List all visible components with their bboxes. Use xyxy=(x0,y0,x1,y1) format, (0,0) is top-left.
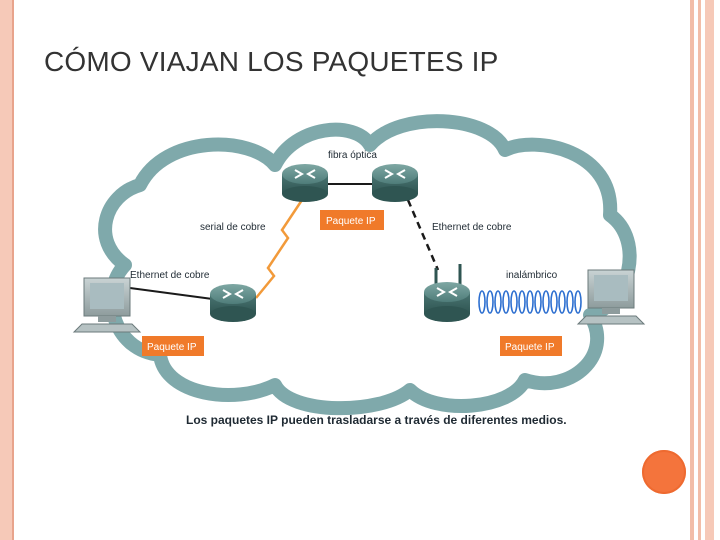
wireless-router-icon xyxy=(424,264,470,322)
wireless-signal-icon xyxy=(478,290,582,314)
ethernet-link-right xyxy=(406,199,440,271)
label-ethernet-left: Ethernet de cobre xyxy=(130,270,210,281)
network-cloud xyxy=(98,114,637,416)
packet-tag-right-label: Paquete IP xyxy=(505,342,555,353)
label-wireless: inalámbrico xyxy=(506,270,558,281)
computer-right-icon xyxy=(576,269,646,325)
slide-frame-right xyxy=(690,0,720,540)
slide-frame-left xyxy=(0,0,12,540)
label-fiber: fibra óptica xyxy=(328,150,377,161)
packet-tag-right: Paquete IP xyxy=(500,336,562,356)
label-serial: serial de cobre xyxy=(200,222,266,233)
accent-dot xyxy=(642,450,686,494)
packet-tag-left-label: Paquete IP xyxy=(147,342,197,353)
router-top-right-icon xyxy=(372,164,418,202)
label-ethernet-right: Ethernet de cobre xyxy=(432,222,512,233)
packet-tag-left: Paquete IP xyxy=(142,336,204,356)
slide-title: CÓMO VIAJAN LOS PAQUETES IP xyxy=(44,46,499,77)
router-top-left-icon xyxy=(282,164,328,202)
diagram-caption: Los paquetes IP pueden trasladarse a tra… xyxy=(186,413,567,427)
computer-left-icon xyxy=(72,277,142,333)
packet-tag-top: Paquete IP xyxy=(320,210,384,230)
slide-frame-left-line xyxy=(12,0,14,540)
serial-link xyxy=(255,199,304,299)
packet-tag-top-label: Paquete IP xyxy=(326,216,376,227)
ethernet-link-left xyxy=(129,287,221,301)
router-bottom-left-icon xyxy=(210,284,256,322)
network-diagram: fibra óptica serial de cobre Ethernet de… xyxy=(72,114,646,427)
